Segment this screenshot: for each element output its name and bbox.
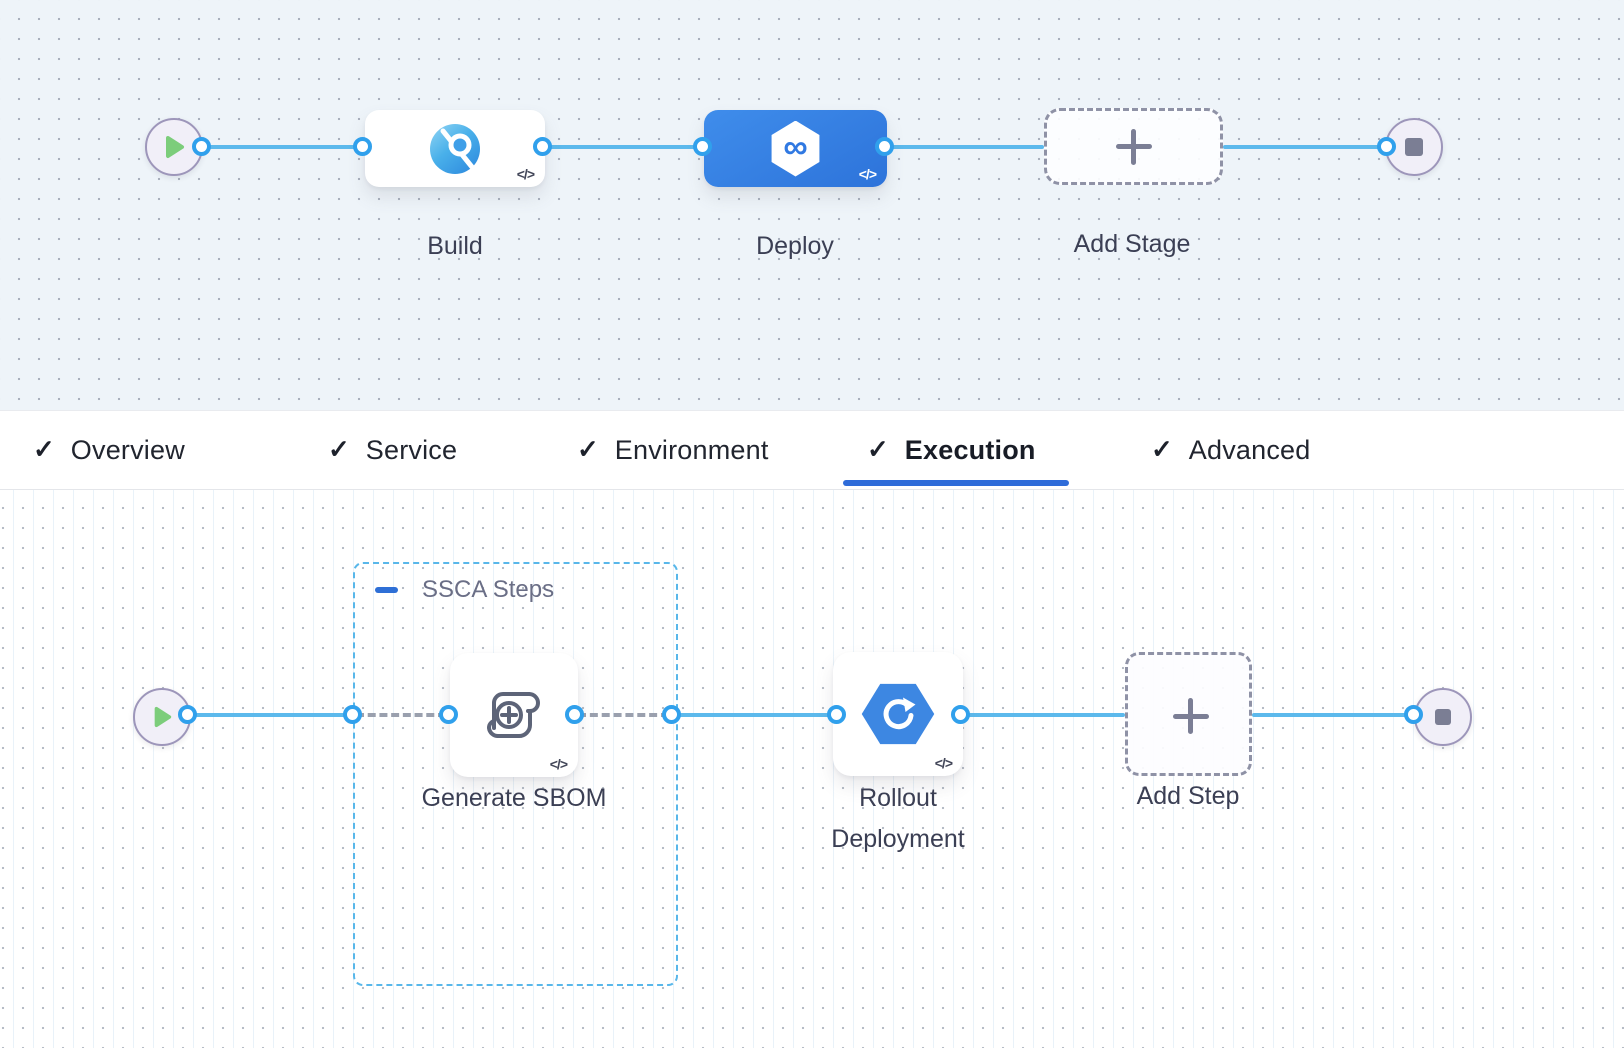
stage-canvas: </> ∞ </> Build Deploy Add Stage bbox=[0, 0, 1624, 410]
port[interactable] bbox=[875, 137, 894, 156]
stage-label-add-stage: Add Stage bbox=[1073, 230, 1191, 258]
stage-node-build[interactable]: </> bbox=[365, 110, 545, 187]
rollout-deployment-icon bbox=[861, 683, 935, 745]
port[interactable] bbox=[353, 137, 372, 156]
connector-line bbox=[1252, 713, 1414, 717]
stage-tab-bar: ✓ Overview ✓ Service ✓ Environment ✓ Exe… bbox=[0, 410, 1624, 490]
connector-line bbox=[543, 145, 704, 149]
ci-build-icon bbox=[430, 123, 480, 174]
play-icon bbox=[166, 136, 184, 158]
step-group-title: SSCA Steps bbox=[422, 576, 555, 603]
step-label-rollout-deployment: Rollout Deployment bbox=[831, 784, 965, 853]
code-icon[interactable]: </> bbox=[516, 166, 535, 182]
connector-line bbox=[188, 713, 353, 717]
plus-icon bbox=[1115, 128, 1152, 165]
step-label-add-step: Add Step bbox=[1136, 782, 1240, 810]
stop-icon bbox=[1405, 138, 1423, 156]
cd-deploy-icon: ∞ bbox=[771, 120, 820, 177]
tab-label: Overview bbox=[70, 435, 185, 465]
code-icon[interactable]: </> bbox=[934, 755, 953, 771]
port[interactable] bbox=[343, 705, 362, 724]
code-icon[interactable]: </> bbox=[549, 756, 568, 772]
connector-line-dashed bbox=[578, 713, 669, 717]
tab-advanced[interactable]: ✓ Advanced bbox=[1151, 411, 1311, 490]
port[interactable] bbox=[178, 705, 197, 724]
step-label-generate-sbom: Generate SBOM bbox=[421, 784, 607, 812]
tab-service[interactable]: ✓ Service bbox=[328, 411, 457, 490]
tab-label: Environment bbox=[614, 435, 769, 465]
check-icon: ✓ bbox=[1151, 434, 1173, 464]
add-stage-button[interactable] bbox=[1044, 108, 1223, 185]
stage-label-deploy: Deploy bbox=[756, 232, 834, 260]
check-icon: ✓ bbox=[867, 434, 889, 464]
connector-line-dashed bbox=[356, 713, 446, 717]
execution-canvas: SSCA Steps </> bbox=[0, 490, 1624, 1048]
tab-overview[interactable]: ✓ Overview bbox=[33, 411, 185, 490]
check-icon: ✓ bbox=[33, 434, 55, 464]
connector-line bbox=[961, 713, 1125, 717]
tab-label: Advanced bbox=[1188, 435, 1311, 465]
tab-label: Execution bbox=[904, 435, 1036, 465]
tab-label: Service bbox=[365, 435, 458, 465]
port[interactable] bbox=[827, 705, 846, 724]
tab-environment[interactable]: ✓ Environment bbox=[577, 411, 769, 490]
stage-label-build: Build bbox=[427, 232, 483, 260]
port[interactable] bbox=[1404, 705, 1423, 724]
port[interactable] bbox=[1377, 137, 1396, 156]
active-tab-underline bbox=[843, 480, 1069, 486]
port[interactable] bbox=[533, 137, 552, 156]
port[interactable] bbox=[662, 705, 681, 724]
port[interactable] bbox=[439, 705, 458, 724]
code-icon[interactable]: </> bbox=[858, 166, 877, 182]
step-node-generate-sbom[interactable]: </> bbox=[450, 653, 578, 777]
collapse-icon[interactable] bbox=[375, 587, 398, 593]
sbom-scroll-icon bbox=[487, 692, 540, 739]
connector-line bbox=[1223, 145, 1387, 149]
connector-line bbox=[885, 145, 1044, 149]
step-group-header: SSCA Steps bbox=[375, 576, 554, 604]
plus-icon bbox=[1172, 698, 1209, 734]
check-icon: ✓ bbox=[577, 434, 599, 464]
port[interactable] bbox=[565, 705, 584, 724]
check-icon: ✓ bbox=[328, 434, 350, 464]
infinity-glyph: ∞ bbox=[783, 127, 808, 166]
connector-line bbox=[672, 713, 837, 717]
tab-execution[interactable]: ✓ Execution bbox=[867, 411, 1036, 490]
add-step-button[interactable] bbox=[1125, 652, 1252, 776]
port[interactable] bbox=[693, 137, 712, 156]
play-icon bbox=[154, 706, 172, 728]
execution-end-node bbox=[1414, 688, 1472, 746]
stop-icon bbox=[1435, 709, 1451, 725]
step-group-ssca[interactable] bbox=[353, 562, 678, 986]
port[interactable] bbox=[951, 705, 970, 724]
connector-line bbox=[202, 145, 363, 149]
stage-node-deploy[interactable]: ∞ </> bbox=[704, 110, 887, 187]
port[interactable] bbox=[192, 137, 211, 156]
step-node-rollout-deployment[interactable]: </> bbox=[833, 652, 963, 776]
